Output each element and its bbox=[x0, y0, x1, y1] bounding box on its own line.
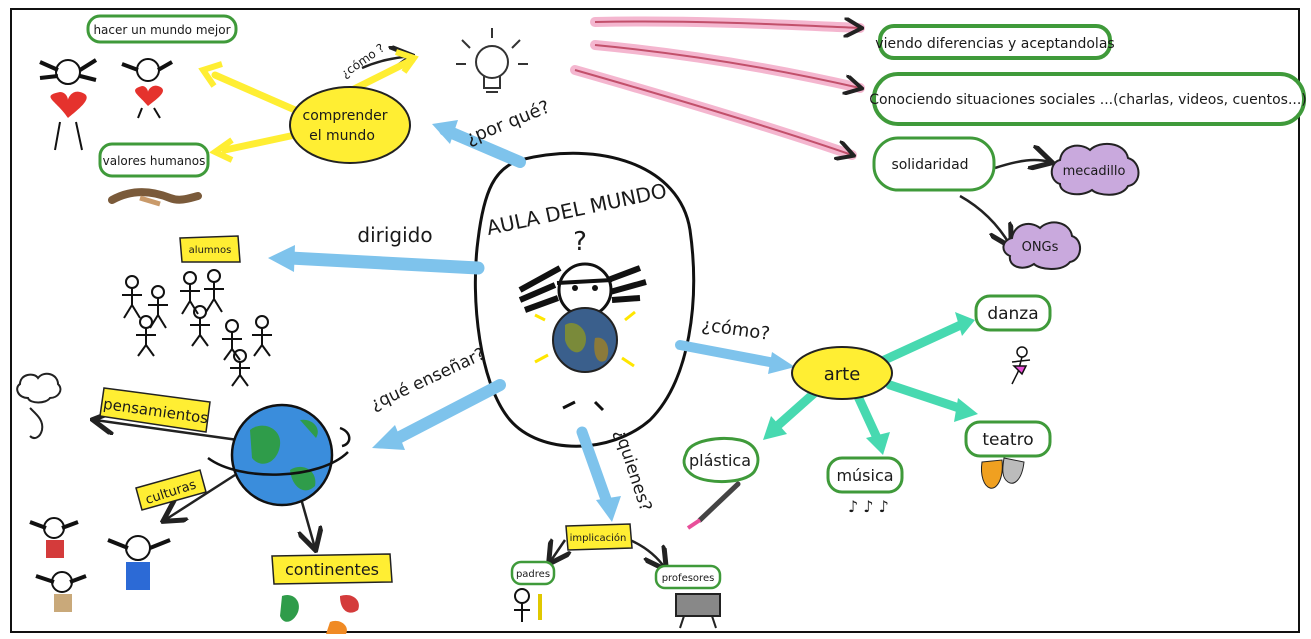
teatro-box bbox=[964, 420, 1052, 458]
diferencias-box bbox=[878, 24, 1112, 60]
ongs-text: ONGs bbox=[1022, 240, 1059, 255]
parents-illustration bbox=[514, 588, 542, 622]
pink-arrows bbox=[570, 16, 860, 155]
como-label: ¿cómo? bbox=[700, 314, 771, 344]
dirigido-label: dirigido bbox=[357, 223, 432, 247]
cultures-kids-illustration bbox=[29, 517, 171, 612]
alumnos-badge bbox=[179, 235, 241, 263]
situaciones-text: Conociendo situaciones sociales ...(char… bbox=[869, 92, 1307, 108]
dancer-icon bbox=[1011, 346, 1031, 385]
earth-globe-illustration bbox=[534, 307, 636, 373]
plastica-bubble bbox=[682, 437, 760, 484]
blue-arrows bbox=[268, 120, 795, 522]
theatre-masks-icon bbox=[981, 457, 1025, 489]
musica-text: música bbox=[836, 466, 893, 485]
lightbulb-icon bbox=[456, 28, 528, 93]
musica-box bbox=[826, 456, 904, 494]
arte-bubble bbox=[791, 346, 893, 400]
arte-text: arte bbox=[824, 364, 861, 385]
comprender-bubble bbox=[289, 86, 411, 164]
pensamientos-badge bbox=[99, 387, 211, 433]
handshake-icon bbox=[108, 188, 202, 207]
human-values-text: valores humanos bbox=[103, 154, 206, 168]
mecadillo-cloud bbox=[1050, 142, 1140, 196]
paintbrush-icon bbox=[686, 481, 741, 530]
danza-box bbox=[974, 294, 1052, 332]
profesores-text: profesores bbox=[662, 573, 715, 584]
teatro-text: teatro bbox=[982, 430, 1033, 450]
human-values-box bbox=[98, 142, 210, 178]
better-world-text: hacer un mundo mejor bbox=[93, 23, 230, 37]
por-que-label: ¿por qué? bbox=[463, 97, 553, 150]
padres-box bbox=[510, 560, 556, 586]
image-frame bbox=[10, 8, 1300, 633]
implicacion-badge bbox=[565, 523, 633, 551]
center-question-mark: ? bbox=[573, 227, 587, 257]
continentes-text: continentes bbox=[285, 560, 379, 579]
danza-text: danza bbox=[987, 304, 1038, 324]
globe-illustration bbox=[207, 403, 351, 507]
situaciones-box bbox=[872, 72, 1306, 126]
solidaridad-box bbox=[872, 136, 996, 192]
solidaridad-text: solidaridad bbox=[891, 157, 968, 173]
profesores-box bbox=[654, 564, 722, 590]
implicacion-text: implicación bbox=[570, 532, 627, 544]
yellow-arrows bbox=[198, 49, 419, 163]
thought-clouds-icon bbox=[16, 372, 62, 439]
continent-shapes-illustration bbox=[280, 594, 359, 634]
comprender-line2: el mundo bbox=[309, 128, 375, 144]
diferencias-text: viendo diferencias y aceptandolas bbox=[875, 36, 1114, 52]
culturas-badge bbox=[135, 469, 207, 511]
continentes-badge bbox=[271, 553, 393, 585]
comprender-line1: comprender bbox=[303, 108, 388, 124]
plastica-text: plástica bbox=[689, 451, 751, 470]
ongs-cloud bbox=[1002, 221, 1081, 270]
alumnos-text: alumnos bbox=[189, 245, 232, 256]
padres-text: padres bbox=[516, 569, 550, 580]
students-group-illustration bbox=[122, 269, 272, 387]
mecadillo-text: mecadillo bbox=[1063, 164, 1126, 179]
music-notes-icon: ♪ ♪ ♪ bbox=[848, 497, 889, 516]
better-world-box bbox=[86, 14, 238, 44]
teacher-board-illustration bbox=[675, 593, 721, 629]
child-figure-illustration bbox=[518, 262, 647, 412]
kids-with-hearts-illustration bbox=[39, 58, 173, 151]
